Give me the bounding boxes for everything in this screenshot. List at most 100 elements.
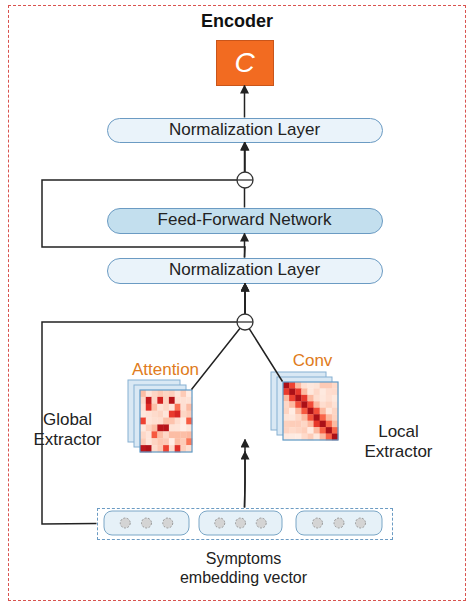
heatmap-cell — [319, 407, 325, 414]
heatmap-cell — [319, 433, 325, 440]
heatmap-cell — [174, 431, 180, 438]
heatmap-cell — [295, 388, 301, 395]
heatmap-cell — [307, 407, 313, 414]
heatmap-cell — [140, 417, 146, 424]
heatmap-cell — [157, 403, 163, 410]
heatmap-cell — [289, 394, 295, 401]
heatmap-cell — [325, 407, 331, 414]
heatmap-cell — [145, 410, 151, 417]
heatmap-cell — [325, 414, 331, 421]
vector-element — [142, 518, 152, 528]
heatmap-cell — [325, 382, 331, 389]
heatmap-cell — [295, 420, 301, 427]
heatmap-cell — [307, 420, 313, 427]
heatmap-cell — [140, 403, 146, 410]
heatmap-cell — [186, 417, 192, 424]
heatmap-cell — [325, 427, 331, 434]
heatmap-cell — [151, 417, 157, 424]
heatmap-cell — [307, 427, 313, 434]
heatmap-cell — [174, 438, 180, 445]
node-label: C — [234, 46, 254, 80]
flow-arrow — [192, 284, 246, 390]
heatmap-cell — [145, 438, 151, 445]
heatmap-cell — [295, 407, 301, 414]
heatmap-cell — [307, 394, 313, 401]
add-symbol-bar — [237, 321, 253, 322]
heatmap-cell — [325, 401, 331, 408]
heatmap-cell — [301, 401, 307, 408]
heatmap-cell — [313, 427, 319, 434]
heatmap-cell — [295, 394, 301, 401]
heatmap-cell — [168, 410, 174, 417]
heatmap-cell — [295, 382, 301, 389]
heatmap-cell — [180, 431, 186, 438]
heatmap-cell — [151, 431, 157, 438]
heatmap-cell — [289, 382, 295, 389]
encoder-frame: EncoderC Normalization Layer Feed-Forward … — [8, 5, 466, 601]
heatmap-cell — [289, 414, 295, 421]
heatmap-cell — [289, 427, 295, 434]
heatmap-cell — [180, 390, 186, 397]
vector-element — [356, 518, 366, 528]
heatmap-cell — [151, 445, 157, 452]
heatmap-cell — [283, 401, 289, 408]
vector-segment — [199, 511, 282, 535]
heatmap-cell — [151, 410, 157, 417]
heatmap-cell — [174, 445, 180, 452]
stack-layer — [134, 385, 186, 447]
vector-element — [163, 518, 173, 528]
heatmap-cell — [325, 394, 331, 401]
heatmap-cell — [289, 420, 295, 427]
heatmap-cell — [163, 417, 169, 424]
heatmap-cell — [295, 427, 301, 434]
flow-arrow — [244, 234, 246, 258]
flow-arrow — [244, 440, 246, 508]
flow-arrow — [244, 143, 246, 208]
flow-arrow — [244, 86, 246, 118]
heatmap-cell — [301, 427, 307, 434]
heatmap-cell — [289, 401, 295, 408]
conv-heatmap — [283, 382, 338, 440]
heatmap-cell — [313, 382, 319, 389]
norm-layer: Normalization Layer — [107, 258, 383, 284]
heatmap-cell — [301, 407, 307, 414]
heatmap-cell — [301, 420, 307, 427]
heatmap-cell — [331, 427, 337, 434]
heatmap-cell — [331, 407, 337, 414]
heatmap-cell — [319, 394, 325, 401]
node-label: Feed-Forward Network — [158, 210, 332, 230]
heatmap-cell — [145, 445, 151, 452]
node-label: Normalization Layer — [169, 260, 320, 280]
output-box: C — [216, 40, 274, 86]
embedding-vector: Symptoms embedding vector — [97, 508, 393, 540]
heatmap-cell — [301, 433, 307, 440]
heatmap-cell — [319, 388, 325, 395]
heatmap-background — [283, 382, 338, 440]
heatmap-cell — [186, 431, 192, 438]
heatmap-cell — [325, 420, 331, 427]
heatmap-cell — [163, 438, 169, 445]
node-label: Symptoms embedding vector — [169, 549, 319, 587]
heatmap-cell — [307, 388, 313, 395]
heatmap-background — [140, 390, 192, 452]
vector-element — [256, 518, 266, 528]
heatmap-cell — [313, 401, 319, 408]
heatmap-cell — [186, 410, 192, 417]
heatmap-cell — [140, 410, 146, 417]
heatmap-cell — [325, 433, 331, 440]
heatmap-cell — [313, 407, 319, 414]
heatmap-cell — [168, 403, 174, 410]
heatmap-cell — [186, 445, 192, 452]
heatmap-cell — [157, 410, 163, 417]
heatmap-cell — [140, 445, 146, 452]
heatmap-cell — [331, 394, 337, 401]
node-label: Encoder — [9, 11, 465, 33]
heatmap-cell — [174, 396, 180, 403]
heatmap-cell — [168, 424, 174, 431]
heatmap-cell — [289, 407, 295, 414]
vector-element — [120, 518, 130, 528]
heatmap-cell — [331, 420, 337, 427]
heatmap-cell — [313, 388, 319, 395]
add-symbol — [237, 172, 253, 188]
